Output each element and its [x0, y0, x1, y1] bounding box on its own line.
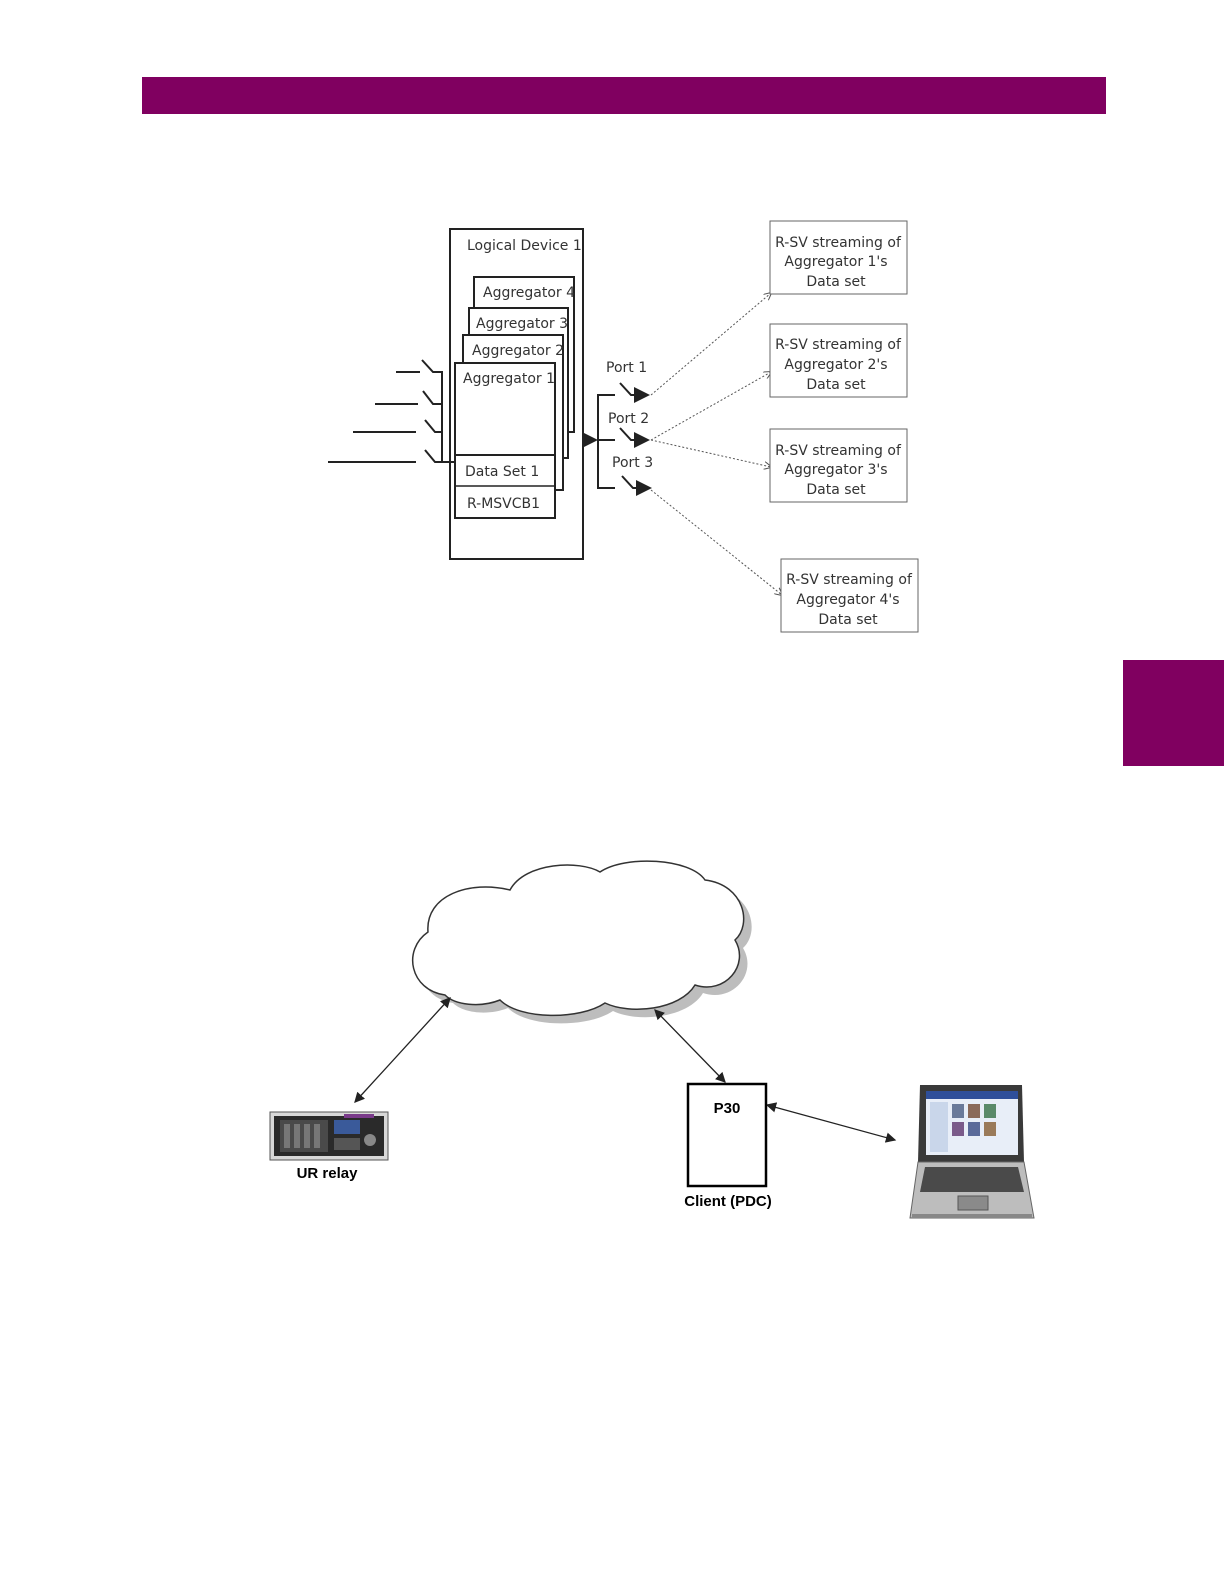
port-2-label: Port 2 — [608, 411, 649, 427]
network-cloud-icon — [412, 860, 752, 1024]
stream-box-3: R-SV streaming of Aggregator 3's Data se… — [769, 428, 908, 503]
svg-text:Data set: Data set — [806, 482, 866, 498]
svg-text:Data set: Data set — [818, 612, 878, 628]
svg-text:Data set: Data set — [806, 274, 866, 290]
input-switches — [328, 359, 455, 463]
svg-text:Data set: Data set — [806, 377, 866, 393]
svg-text:R-SV streaming of: R-SV streaming of — [775, 443, 902, 459]
aggregator-4-label: Aggregator 4 — [483, 285, 575, 301]
svg-text:Aggregator 2's: Aggregator 2's — [784, 357, 887, 373]
chapter-side-tab — [1123, 660, 1224, 766]
port-3-label: Port 3 — [612, 455, 653, 471]
control-block-label: R-MSVCB1 — [467, 496, 540, 512]
laptop-icon — [909, 1085, 1035, 1219]
aggregator-2-label: Aggregator 2 — [472, 343, 564, 359]
pdc-box-label: P30 — [714, 1100, 741, 1117]
network-links — [354, 997, 897, 1143]
svg-text:Aggregator 1's: Aggregator 1's — [784, 254, 887, 270]
svg-text:Aggregator 4's: Aggregator 4's — [796, 592, 899, 608]
output-bus — [582, 382, 652, 496]
pdc-box — [686, 1082, 768, 1188]
aggregator-1-box — [454, 362, 556, 519]
svg-text:R-SV streaming of: R-SV streaming of — [775, 235, 902, 251]
rsv-diagram: Logical Device 1 Aggregator 4 Aggregator… — [328, 220, 919, 633]
svg-text:R-SV streaming of: R-SV streaming of — [775, 337, 902, 353]
stream-box-4: R-SV streaming of Aggregator 4's Data se… — [780, 558, 919, 633]
port-1-label: Port 1 — [606, 360, 647, 376]
relay-device-icon — [269, 1111, 389, 1161]
aggregator-1-label: Aggregator 1 — [463, 371, 555, 387]
svg-text:Aggregator 3's: Aggregator 3's — [784, 462, 887, 478]
network-diagram: UR relay P30 Client (PDC) — [269, 860, 1035, 1219]
pdc-label: Client (PDC) — [684, 1193, 772, 1210]
aggregator-3-label: Aggregator 3 — [476, 316, 568, 332]
stream-arrows — [650, 293, 782, 595]
stream-box-2: R-SV streaming of Aggregator 2's Data se… — [769, 323, 908, 398]
header-bar — [142, 77, 1106, 114]
logical-device-label: Logical Device 1 — [467, 238, 582, 254]
stream-box-1: R-SV streaming of Aggregator 1's Data se… — [769, 220, 908, 295]
relay-label: UR relay — [297, 1165, 359, 1182]
data-set-label: Data Set 1 — [465, 464, 539, 480]
svg-text:R-SV streaming of: R-SV streaming of — [786, 572, 913, 588]
